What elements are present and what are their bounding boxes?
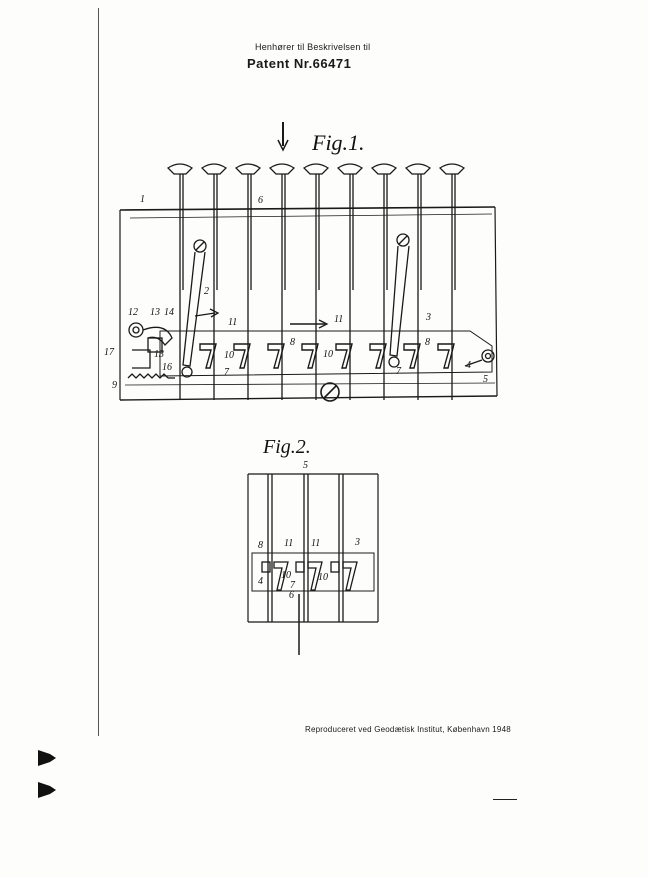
fig1-trip-mechanism (127, 308, 495, 379)
figure-1: Fig.1. (104, 122, 498, 402)
fig1-label-8a: 8 (290, 337, 295, 348)
fig1-label-10b: 10 (323, 349, 333, 360)
header-reference: Henhører til Beskrivelsen til (255, 42, 371, 52)
fig1-levers (181, 233, 410, 402)
fig1-key-stems (166, 163, 466, 400)
fig2-labels: 3 4 5 6 7 8 10 10 11 11 (258, 460, 360, 601)
figure-2: Fig.2. (247, 436, 379, 655)
fig1-labels: 1 2 3 4 5 6 7 7 8 8 9 10 10 11 11 12 13 … (104, 194, 488, 391)
fig1-label-9: 9 (112, 380, 117, 391)
fig1-label-13a: 13 (150, 307, 160, 318)
footer-rule (493, 799, 517, 800)
fig1-hook-latches (199, 343, 455, 369)
binding-punch-mark-top (38, 750, 56, 766)
fig1-label-16: 16 (162, 362, 172, 373)
fig2-label-3: 3 (354, 537, 360, 548)
patent-number: Patent Nr.66471 (247, 56, 352, 71)
fig1-label-3: 3 (425, 312, 431, 323)
fig1-label-4: 4 (466, 360, 471, 371)
fig1-title: Fig.1. (311, 130, 365, 155)
fig2-frame (247, 473, 379, 623)
fig2-label-7: 7 (290, 580, 296, 591)
fig1-label-13b: 13 (154, 349, 164, 360)
fig2-stems (267, 474, 344, 655)
fig1-label-11a: 11 (228, 317, 237, 328)
fig2-label-5: 5 (303, 460, 308, 471)
fig1-label-8b: 8 (425, 337, 430, 348)
fig1-label-14: 14 (164, 307, 174, 318)
fig1-arrowhead (277, 139, 289, 152)
fig1-label-5: 5 (483, 374, 488, 385)
fig2-label-11a: 11 (284, 538, 293, 549)
fig2-label-10b: 10 (318, 572, 328, 583)
fig1-label-17: 17 (104, 347, 115, 358)
fig2-label-4: 4 (258, 576, 263, 587)
fig1-label-10a: 10 (224, 350, 234, 361)
fig1-label-2: 2 (204, 286, 209, 297)
fig1-frame (119, 206, 498, 401)
fig2-label-11b: 11 (311, 538, 320, 549)
fig1-label-12: 12 (128, 307, 138, 318)
fig2-hooks (261, 561, 358, 591)
fig2-label-6: 6 (289, 590, 294, 601)
fig1-label-1: 1 (140, 194, 145, 205)
fig2-title: Fig.2. (262, 436, 311, 458)
fig1-label-11b: 11 (334, 314, 343, 325)
fig1-label-6: 6 (258, 195, 263, 206)
fig1-label-7b: 7 (396, 366, 402, 377)
reproduction-credit: Reproduceret ved Geodætisk Institut, Køb… (305, 725, 511, 734)
fig1-label-7a: 7 (224, 367, 230, 378)
binding-punch-mark-bottom (38, 782, 56, 798)
fig2-label-8: 8 (258, 540, 263, 551)
fig2-label-10a: 10 (281, 570, 291, 581)
left-margin-rule (98, 8, 99, 736)
